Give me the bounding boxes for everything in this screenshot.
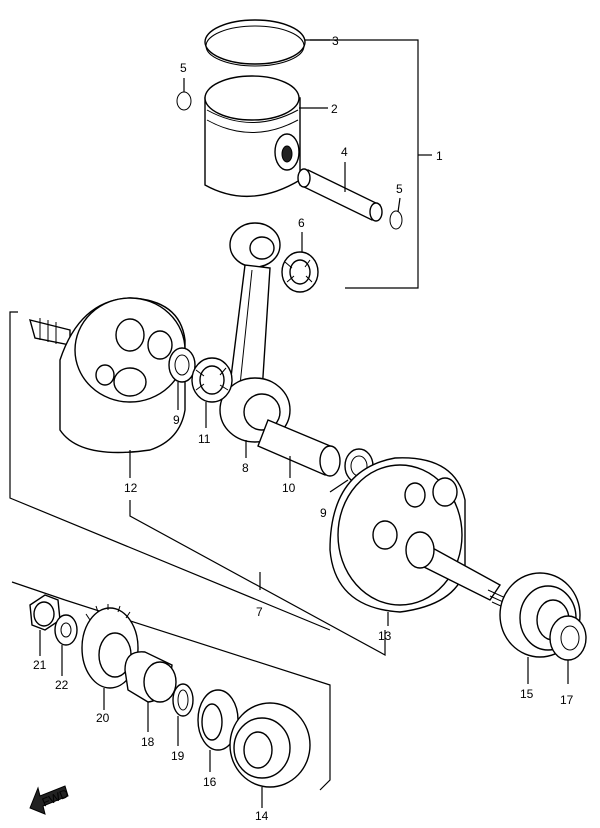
fwd-arrow-icon: FWD	[29, 785, 71, 815]
washer	[54, 614, 78, 676]
callout-16: 16	[203, 775, 217, 789]
callout-2: 2	[331, 102, 338, 116]
callout-17: 17	[560, 693, 574, 707]
nut	[29, 594, 61, 656]
crank-pin	[257, 419, 341, 478]
fwd-label: FWD	[40, 786, 71, 809]
big-end-bearing	[191, 357, 233, 428]
callout-7: 7	[256, 605, 263, 619]
spacer	[124, 651, 177, 732]
callout-14: 14	[255, 809, 269, 823]
callout-20: 20	[96, 711, 110, 725]
bearing-left	[229, 702, 311, 808]
small-end-bearing	[281, 232, 319, 293]
crank-left-half	[29, 297, 186, 478]
o-ring	[172, 683, 194, 746]
bracket-group-7	[9, 311, 386, 657]
bracket-lower	[11, 581, 331, 791]
callout-5-right: 5	[396, 182, 403, 196]
thrust-washer-left	[168, 347, 196, 410]
circlip-left	[176, 78, 192, 111]
callout-11: 11	[198, 432, 211, 446]
callout-12: 12	[124, 481, 138, 495]
piston-ring	[204, 19, 306, 67]
callout-10: 10	[282, 481, 296, 495]
callout-22: 22	[55, 678, 69, 692]
callout-9-left: 9	[173, 413, 180, 427]
callout-4: 4	[341, 145, 348, 159]
callout-21: 21	[33, 658, 47, 672]
callout-3: 3	[332, 34, 339, 48]
callout-1: 1	[436, 149, 443, 163]
circlip-right	[389, 197, 403, 230]
bracket-group-1	[310, 39, 432, 289]
callout-5-left: 5	[180, 61, 187, 75]
primary-gear	[81, 604, 139, 710]
callout-9-right: 9	[320, 506, 327, 520]
connecting-rod	[219, 222, 291, 458]
callout-13: 13	[378, 629, 392, 643]
piston	[204, 75, 328, 198]
oil-seal-left	[197, 689, 239, 772]
callout-15: 15	[520, 687, 534, 701]
callout-6: 6	[298, 216, 305, 230]
callout-18: 18	[141, 735, 155, 749]
oil-seal-right	[549, 615, 587, 684]
bearing-right	[499, 572, 581, 684]
piston-pin	[297, 162, 383, 222]
callout-19: 19	[171, 749, 185, 763]
callout-8: 8	[242, 461, 249, 475]
crank-right-half	[329, 457, 515, 626]
